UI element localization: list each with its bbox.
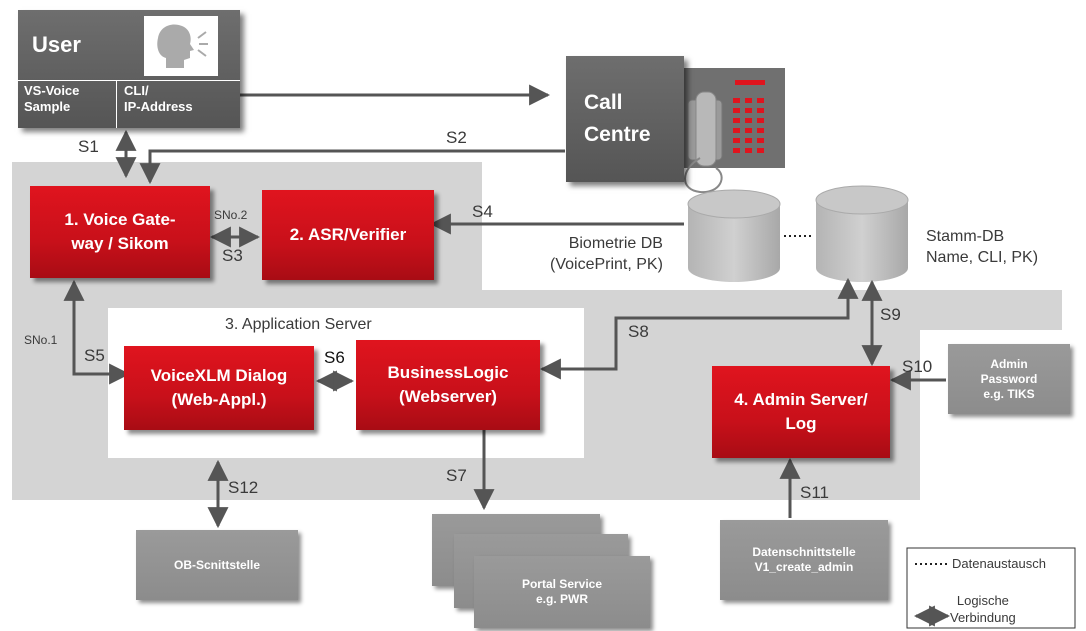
call-centre-phone-icon (683, 68, 785, 194)
s7-label: S7 (446, 466, 467, 485)
admin-password-box: Admin Password e.g. TIKS (948, 344, 1070, 414)
datenschnittstelle-box: Datenschnittstelle V1_create_admin (720, 520, 888, 600)
sno1-label: SNo.1 (24, 333, 58, 347)
s2-arrow (139, 149, 565, 185)
s10-label: S10 (902, 357, 933, 376)
legend-datenaustausch-label: Datenaustausch (952, 556, 1046, 571)
call-centre-title: Call Centre (584, 91, 651, 146)
stamm-db-cylinder (815, 185, 909, 282)
voice-sample-label: VS-Voice Sample (24, 83, 80, 114)
call-centre-box: Call Centre (566, 56, 684, 182)
s9-label: S9 (880, 305, 901, 324)
business-logic-node: BusinessLogic (Webserver) (356, 340, 540, 430)
s5-arrow (63, 279, 131, 385)
stamm-db-label: Stamm-DB Name, CLI, PK) (926, 228, 1039, 266)
legend-logische-label: Logische Verbindung (950, 593, 1016, 625)
voicexml-dialog-node: VoiceXLM Dialog (Web-Appl.) (124, 346, 314, 430)
admin-server-node: 4. Admin Server/ Log (712, 366, 890, 458)
user-vertical-divider (116, 80, 117, 128)
ob-schnittstelle-box: OB-Scnittstelle (136, 530, 298, 600)
s2-label: S2 (446, 128, 467, 147)
cli-label: CLI/ IP-Address (124, 83, 193, 114)
s8-label: S8 (628, 322, 649, 341)
s12-label: S12 (228, 478, 259, 497)
user-speaking-icon (144, 16, 218, 76)
s3-label: S3 (222, 246, 243, 265)
s5-label: S5 (84, 346, 105, 365)
s6-label: S6 (324, 348, 345, 367)
sno2-label: SNo.2 (214, 208, 248, 222)
portal-service-box: Portal Service e.g. PWR (474, 556, 650, 628)
user-box: User VS-Voice Sample CLI/ IP-Address (18, 10, 240, 128)
biometrie-db-cylinder (687, 189, 781, 282)
app-server-label: 3. Application Server (225, 316, 372, 333)
user-title: User (32, 32, 81, 57)
s1-label: S1 (78, 137, 99, 156)
biometrie-db-label: Biometrie DB (VoicePrint, PK) (550, 235, 663, 273)
s4-label: S4 (472, 202, 493, 221)
asr-verifier-node: 2. ASR/Verifier (262, 190, 434, 280)
s11-label: S11 (800, 483, 829, 502)
s8-arrow (539, 277, 859, 380)
voice-gateway-node: 1. Voice Gate- way / Sikom (30, 186, 210, 278)
user-divider (18, 80, 240, 81)
